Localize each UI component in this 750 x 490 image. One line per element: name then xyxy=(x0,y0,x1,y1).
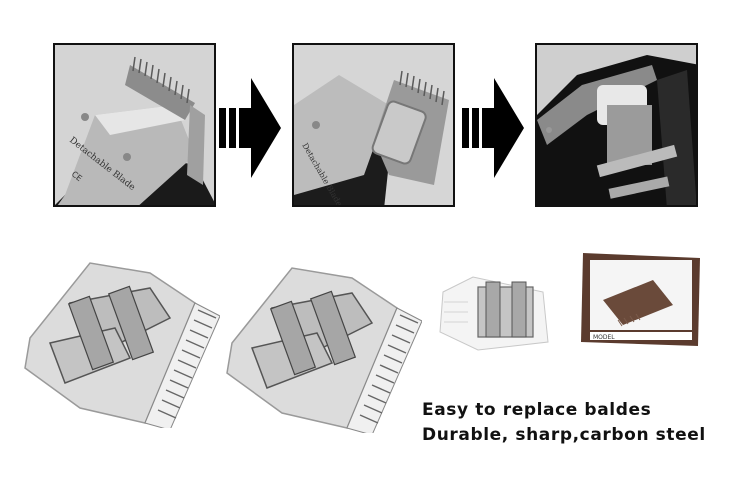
caption-line-2: Durable, sharp,carbon steel xyxy=(422,425,706,445)
clipper-blade-photo xyxy=(226,267,422,433)
ceramic-blade-photo xyxy=(439,276,549,351)
feature-caption: Easy to replace baldes Durable, sharp,ca… xyxy=(422,398,706,448)
arrow-right-icon xyxy=(219,78,281,178)
product-box-photo: MODEL xyxy=(581,253,700,346)
step-1-photo: Detachable Blade CE xyxy=(53,43,216,207)
step-3-photo xyxy=(535,43,698,207)
clipper-blade-photo xyxy=(24,262,220,428)
arrow-right-icon xyxy=(462,78,524,178)
box-model-label: MODEL xyxy=(593,334,615,341)
caption-line-1: Easy to replace baldes xyxy=(422,400,652,420)
step-2-photo: Detachable Blade xyxy=(292,43,455,207)
